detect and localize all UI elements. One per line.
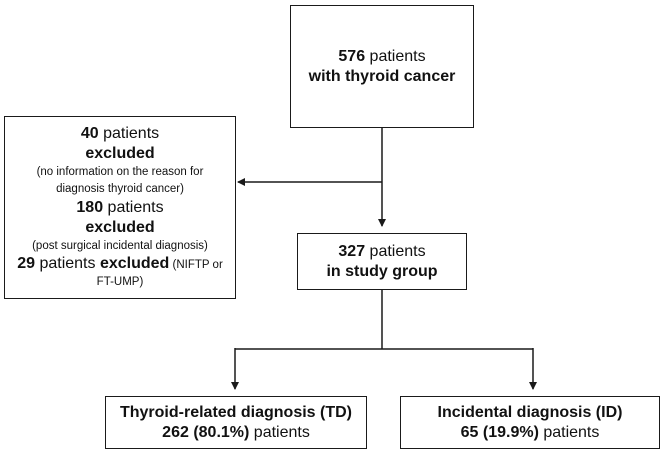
total-patients-box: 576 patients with thyroid cancer [290,5,474,128]
td-count: 262 (80.1%) [162,423,250,441]
excluded-group1-count: 40 [80,125,99,143]
excluded-group1-line: 40 patients [80,125,160,143]
id-count: 65 (19.9%) [460,423,539,441]
td-count-line: 262 (80.1%) patients [162,423,310,441]
excluded-group2-reason: (post surgical incidental diagnosis) [32,239,208,252]
incidental-diagnosis-box: Incidental diagnosis (ID) 65 (19.9%) pat… [400,396,660,449]
total-patients-line: 576 patients [338,47,425,67]
excluded-group3-line: 29 patients excluded (NIFTP or [17,255,223,273]
td-title: Thyroid-related diagnosis (TD) [119,403,352,421]
excluded-group3-reason-1: (NIFTP or [169,259,223,272]
excluded-group1-reason-1: (no information on the reason for [36,166,204,179]
total-patients-count: 576 [338,47,366,65]
total-patients-unit: patients [365,47,426,65]
excluded-group3-reason-2: FT-UMP) [96,276,144,289]
study-group-subtitle: in study group [326,262,438,280]
id-title: Incidental diagnosis (ID) [437,403,623,421]
excluded-group1-reason-2: diagnosis thyroid cancer) [56,182,184,195]
excluded-group2-count: 180 [76,198,104,216]
excluded-group1-status: excluded [85,145,155,163]
excluded-patients-box: 40 patients excluded (no information on … [4,116,236,299]
total-patients-subtitle: with thyroid cancer [308,67,456,85]
thyroid-related-diagnosis-box: Thyroid-related diagnosis (TD) 262 (80.1… [105,396,367,449]
excluded-group3-count: 29 [17,255,36,273]
id-count-line: 65 (19.9%) patients [460,423,600,441]
study-group-line: 327 patients [338,242,426,260]
excluded-group2-status: excluded [85,218,155,236]
study-group-box: 327 patients in study group [297,233,467,290]
study-group-count: 327 [338,242,366,260]
excluded-group2-line: 180 patients [76,198,164,216]
